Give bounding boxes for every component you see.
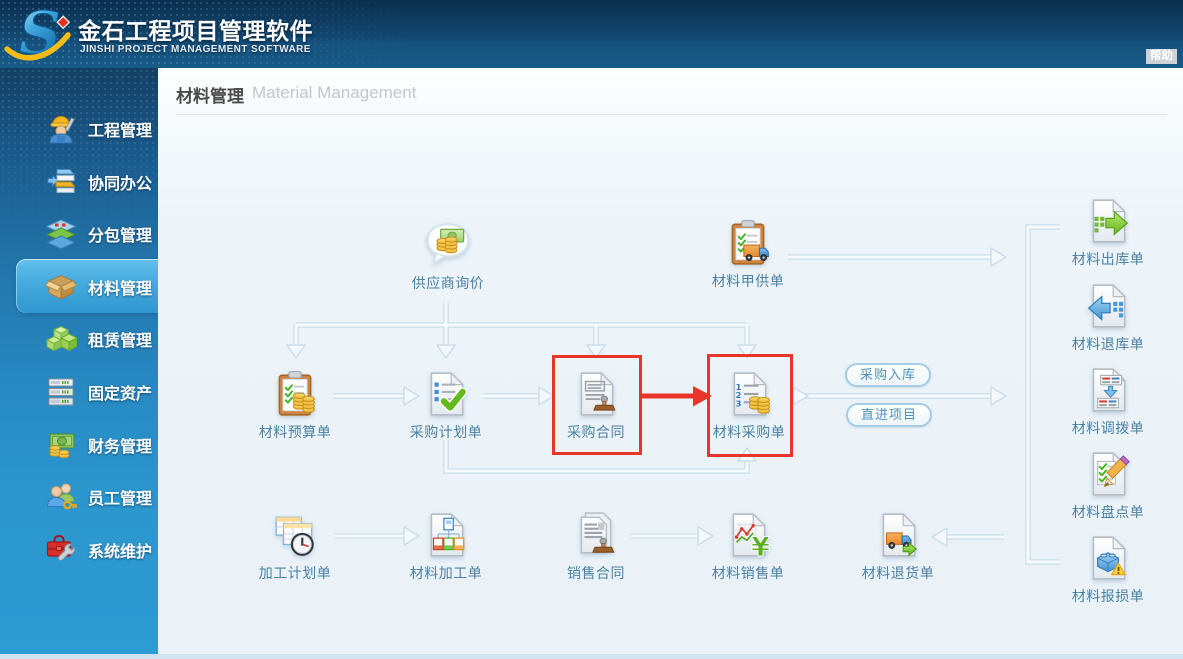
clipboard-coins-icon (240, 369, 350, 419)
flow-node-material-processing[interactable]: 材料加工单 (391, 510, 501, 583)
flow-node-material-loss[interactable]: 材料报损单 (1053, 533, 1163, 606)
doc-tree-icon (391, 510, 501, 560)
sidebar-item-fixed-assets[interactable]: 固定资产 (0, 365, 158, 417)
sidebar-item-label: 财务管理 (88, 438, 153, 456)
sidebar-item-label: 协同办公 (88, 175, 153, 193)
flow-node-label: 供应商询价 (411, 275, 485, 291)
doc-stamp-icon (541, 369, 651, 419)
red-arrow (641, 386, 712, 407)
flow-node-label: 材料采购单 (712, 424, 786, 440)
docs-stamp-icon (541, 510, 651, 560)
flow-node-label: 材料加工单 (409, 565, 483, 581)
content-panel (158, 68, 1183, 659)
flow-node-label: 销售合同 (567, 565, 625, 581)
sidebar-item-finance[interactable]: 财务管理 (0, 418, 158, 470)
maintenance-icon (46, 534, 76, 561)
svg-text:¥: ¥ (751, 532, 770, 560)
sidebar-item-label: 工程管理 (88, 123, 153, 140)
sidebar-item-label: 固定资产 (88, 386, 153, 403)
flow-node-label: 材料调拨单 (1071, 420, 1145, 436)
flow-node-material-transfer[interactable]: 材料调拨单 (1053, 365, 1163, 438)
doc-transfer-icon (1053, 365, 1163, 415)
collaboration-icon (47, 168, 76, 193)
sidebar-item-label: 员工管理 (88, 491, 153, 509)
flow-node-label: 加工计划单 (258, 565, 332, 581)
sidebar-item-employees[interactable]: 员工管理 (0, 470, 158, 522)
inquiry-bubble-icon (393, 220, 503, 270)
table-clock-icon (240, 510, 350, 560)
app-subtitle: JINSHI PROJECT MANAGEMENT SOFTWARE (80, 44, 311, 55)
sidebar-item-label: 系统维护 (88, 543, 153, 561)
sidebar-item-label: 分包管理 (88, 228, 153, 246)
lease-icon (45, 326, 77, 352)
clipboard-truck-icon (693, 218, 803, 268)
sidebar-item-material[interactable]: 材料管理 (0, 258, 158, 313)
flow-node-material-owner-supply[interactable]: 材料甲供单 (693, 218, 803, 291)
svg-text:1: 1 (736, 382, 742, 392)
flow-node-label: 材料甲供单 (711, 273, 785, 289)
flow-node-label: 材料退库单 (1071, 336, 1145, 352)
flow-tag-purchase-inbound[interactable]: 采购入库 (845, 363, 931, 387)
flow-node-purchase-contract[interactable]: 采购合同 (541, 369, 651, 442)
flow-node-label: 材料销售单 (711, 565, 785, 581)
flow-tag-direct-to-project[interactable]: 直进项目 (846, 403, 932, 427)
doc-truck-out-icon (843, 510, 953, 560)
page-title: 材料管理 (176, 87, 244, 106)
sidebar-item-collaboration[interactable]: 协同办公 (0, 155, 158, 207)
sidebar-dots-texture (0, 68, 158, 228)
doc-arrow-left-icon (1053, 281, 1163, 331)
sidebar-item-lease[interactable]: 租赁管理 (0, 312, 158, 364)
bottom-strip (0, 654, 1183, 659)
sidebar-item-label: 租赁管理 (88, 333, 153, 351)
flow-node-label: 采购合同 (567, 424, 625, 440)
flow-node-label: 材料出库单 (1071, 251, 1145, 267)
doc-brick-warn-icon (1053, 533, 1163, 583)
sidebar-item-label: 材料管理 (88, 280, 153, 298)
doc-arrow-right-icon (1053, 196, 1163, 246)
flow-node-label: 材料盘点单 (1071, 504, 1145, 520)
header: S 金石工程项目管理软件 JINSHI PROJECT MANAGEMENT S… (0, 0, 1183, 68)
flow-node-material-stocktake[interactable]: 材料盘点单 (1053, 449, 1163, 522)
flow-node-processing-plan[interactable]: 加工计划单 (240, 510, 350, 583)
flow-node-material-budget[interactable]: 材料预算单 (240, 369, 350, 442)
app-logo-icon: S (4, 1, 71, 67)
doc-chart-yen-icon: ¥ (693, 510, 803, 563)
doc-check-icon (391, 369, 501, 419)
highlight-box-purchase-contract (552, 355, 642, 455)
sidebar: 工程管理协同办公分包管理材料管理租赁管理固定资产财务管理员工管理系统维护 (0, 68, 158, 654)
help-button[interactable]: 帮助 (1146, 49, 1177, 64)
flow-node-material-return-goods[interactable]: 材料退货单 (843, 510, 953, 583)
app-title: 金石工程项目管理软件 (78, 18, 313, 44)
subcontract-icon (45, 219, 77, 250)
flow-node-label: 材料退货单 (861, 565, 935, 581)
sidebar-item-maintenance[interactable]: 系统维护 (0, 523, 158, 575)
sidebar-item-subcontract[interactable]: 分包管理 (0, 207, 158, 259)
flow-node-label: 材料报损单 (1071, 588, 1145, 604)
svg-text:3: 3 (736, 399, 742, 409)
page-subtitle: Material Management (252, 83, 417, 102)
flow-node-label: 材料预算单 (258, 424, 332, 440)
flow-node-supplier-inquiry[interactable]: 供应商询价 (393, 220, 503, 293)
sidebar-item-engineering[interactable]: 工程管理 (0, 102, 158, 154)
finance-icon (49, 433, 75, 458)
doc-pencil-icon (1053, 449, 1163, 499)
active-item-highlight (16, 258, 158, 313)
employees-icon (46, 483, 77, 510)
engineering-icon (49, 116, 75, 144)
highlight-box-material-purchase (707, 354, 793, 457)
fixed-assets-icon (48, 378, 74, 406)
title-divider (176, 114, 1167, 115)
material-icon (45, 274, 77, 300)
flow-node-material-outbound[interactable]: 材料出库单 (1053, 196, 1163, 269)
flow-node-sales-contract[interactable]: 销售合同 (541, 510, 651, 583)
flow-node-material-return-store[interactable]: 材料退库单 (1053, 281, 1163, 354)
flow-node-material-sales[interactable]: ¥ 材料销售单 (693, 510, 803, 583)
flow-node-purchase-plan[interactable]: 采购计划单 (391, 369, 501, 442)
svg-text:2: 2 (736, 390, 742, 400)
flow-node-label: 采购计划单 (409, 424, 483, 440)
